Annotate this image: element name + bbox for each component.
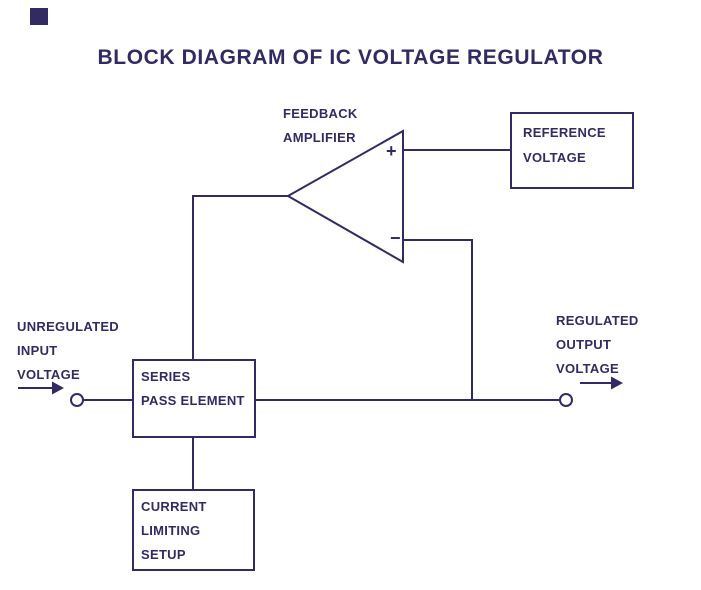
unregulated-input-label: UNREGULATED INPUT VOLTAGE <box>17 315 119 387</box>
regulated-output-label-line2: OUTPUT <box>556 337 612 352</box>
diagram-title: BLOCK DIAGRAM OF IC VOLTAGE REGULATOR <box>97 46 604 69</box>
reference-voltage-label-line1: REFERENCE <box>523 125 606 140</box>
amp-output-feedback-wire <box>192 195 288 362</box>
op-amp-triangle <box>285 129 404 264</box>
minus-input-wire <box>403 239 473 400</box>
current-limiting-label: CURRENT LIMITING SETUP <box>141 495 207 567</box>
unregulated-input-label-line2: INPUT <box>17 343 58 358</box>
current-limiting-box <box>132 489 255 571</box>
input-arrow-head <box>52 381 64 395</box>
reference-voltage-label: REFERENCE VOLTAGE <box>523 120 606 170</box>
current-limiting-label-line3: SETUP <box>141 547 186 562</box>
regulated-output-label: REGULATED OUTPUT VOLTAGE <box>556 309 639 381</box>
current-limiting-label-line1: CURRENT <box>141 499 207 514</box>
feedback-amplifier-label-line2: AMPLIFIER <box>283 130 356 145</box>
series-pass-element-label-line2: PASS ELEMENT <box>141 393 245 408</box>
noninverting-input-label: + <box>386 141 397 161</box>
series-pass-element-label: SERIES PASS ELEMENT <box>141 365 245 413</box>
regulated-output-label-line1: REGULATED <box>556 313 639 328</box>
corner-mark <box>30 8 48 25</box>
output-arrow-icon <box>580 376 623 390</box>
current-limiting-label-line2: LIMITING <box>141 523 201 538</box>
input-terminal <box>70 393 84 407</box>
regulated-output-label-line3: VOLTAGE <box>556 361 620 376</box>
unregulated-input-label-line1: UNREGULATED <box>17 319 119 334</box>
feedback-amplifier-label-line1: FEEDBACK <box>283 106 358 121</box>
reference-voltage-box <box>510 112 634 189</box>
reference-voltage-label-line2: VOLTAGE <box>523 150 587 165</box>
inverting-input-label: − <box>390 228 401 248</box>
feedback-amplifier-label: FEEDBACK AMPLIFIER <box>283 102 358 150</box>
output-terminal <box>559 393 573 407</box>
input-arrow-icon <box>18 381 64 395</box>
series-pass-element-label-line1: SERIES <box>141 369 191 384</box>
unregulated-input-label-line3: VOLTAGE <box>17 367 81 382</box>
series-pass-element-box <box>132 359 256 438</box>
output-arrow-head <box>611 376 623 390</box>
